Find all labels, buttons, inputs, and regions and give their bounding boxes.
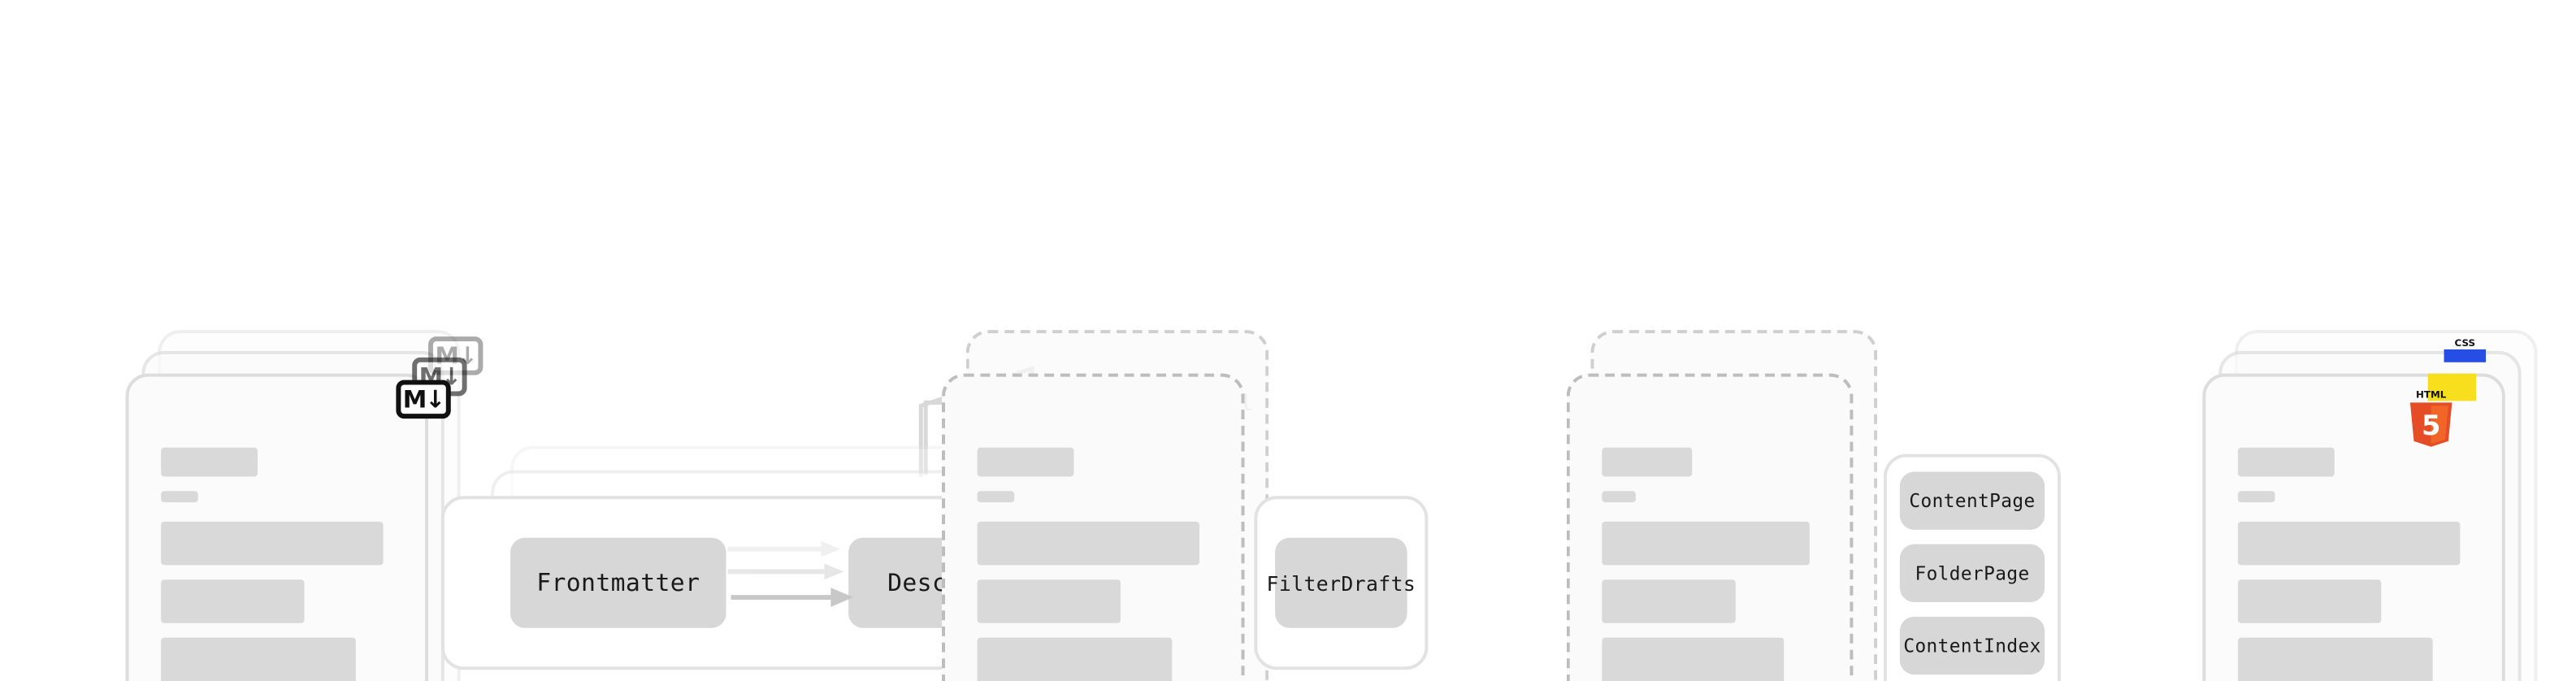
- chip-folderpage[interactable]: FolderPage: [1899, 544, 2045, 602]
- skeleton-bars: [161, 447, 392, 681]
- filtered-file-card-front: [1566, 373, 1854, 681]
- markdown-badge-label: M↓: [402, 384, 445, 414]
- chip-contentindex-label: ContentIndex: [1903, 634, 2041, 657]
- html5-badge-digit: 5: [2422, 410, 2440, 441]
- markdown-badge-front: M↓: [396, 380, 451, 419]
- site-file-card-front: [2202, 373, 2505, 681]
- chip-folderpage-label: FolderPage: [1915, 562, 2030, 585]
- chip-contentindex[interactable]: ContentIndex: [1899, 616, 2045, 675]
- chip-frontmatter-label: Frontmatter: [536, 568, 700, 598]
- skeleton-bars: [977, 447, 1209, 681]
- css-badge: CSS: [2444, 338, 2487, 362]
- chip-frontmatter[interactable]: Frontmatter: [510, 537, 726, 628]
- markdown-file-card-front: [125, 373, 429, 681]
- chip-contentpage-label: ContentPage: [1909, 489, 2036, 513]
- html5-badge: HTML 5: [2405, 387, 2457, 448]
- skeleton-bars: [2237, 447, 2470, 681]
- css-badge-label: CSS: [2454, 338, 2476, 349]
- transformer-inner-arrows: [727, 540, 854, 607]
- chip-contentpage[interactable]: ContentPage: [1899, 471, 2045, 530]
- skeleton-bars: [1602, 447, 1817, 681]
- chip-filterdrafts-label: FilterDrafts: [1266, 570, 1416, 596]
- modified-file-card-front: [942, 373, 1245, 681]
- chip-filterdrafts[interactable]: FilterDrafts: [1267, 537, 1416, 628]
- html5-badge-wordmark: HTML: [2416, 388, 2447, 400]
- js-badge: [2427, 373, 2477, 401]
